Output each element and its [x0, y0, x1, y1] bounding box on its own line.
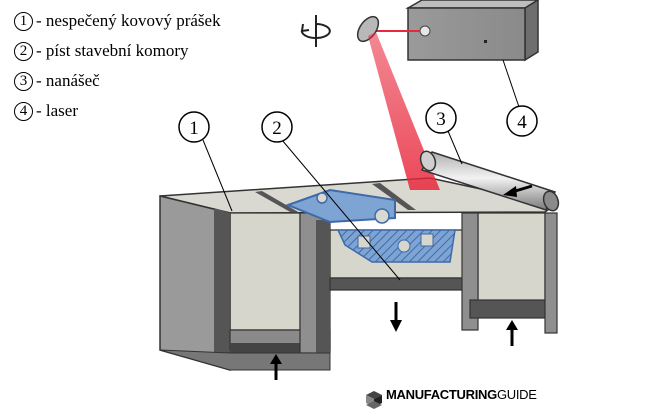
callout-1: 1	[178, 111, 210, 143]
piston-down-arrow-center-icon	[390, 302, 402, 332]
laser-box	[405, 0, 540, 62]
roller-direction-arrow-icon	[503, 184, 533, 197]
legend-item-1: 1 - nespečený kovový prášek	[14, 6, 221, 36]
built-part	[285, 188, 456, 263]
legend: 1 - nespečený kovový prášek 2 - píst sta…	[14, 6, 221, 126]
callout-leaders	[202, 59, 520, 281]
logo-text-light: GUIDE	[496, 387, 537, 402]
legend-item-3: 3 - nanášeč	[14, 66, 221, 96]
laser-beam	[368, 32, 440, 190]
piston-up-arrow-right-icon	[506, 320, 518, 346]
legend-number-3: 3	[14, 71, 33, 91]
callout-4-label: 4	[517, 112, 527, 133]
callout-1-label: 1	[189, 118, 199, 139]
legend-number-2: 2	[14, 41, 33, 61]
manufacturing-guide-logo: MANUFACTURINGGUIDE	[386, 387, 537, 402]
legend-number-4: 4	[14, 101, 33, 121]
callout-2: 2	[261, 111, 293, 143]
manufacturing-guide-logo-icon	[366, 391, 382, 409]
piston-up-arrow-left-icon	[270, 354, 282, 380]
legend-number-1: 1	[14, 11, 33, 31]
callout-4: 4	[506, 105, 538, 137]
build-machine	[159, 177, 558, 371]
callout-3: 3	[425, 102, 457, 134]
legend-text-4: - laser	[36, 101, 79, 120]
rotation-arrow-icon	[300, 15, 331, 47]
callout-3-label: 3	[436, 109, 446, 130]
recoater-roller	[419, 150, 560, 212]
legend-text-3: - nanášeč	[36, 71, 100, 90]
legend-item-4: 4 - laser	[14, 96, 221, 126]
legend-text-2: - píst stavební komory	[36, 41, 189, 60]
legend-item-2: 2 - píst stavební komory	[14, 36, 221, 66]
logo-text: MANUFACTURINGGUIDE	[386, 387, 537, 402]
legend-text-1: - nespečený kovový prášek	[36, 11, 221, 30]
logo-text-bold: MANUFACTURING	[386, 387, 497, 402]
callout-2-label: 2	[272, 118, 282, 139]
